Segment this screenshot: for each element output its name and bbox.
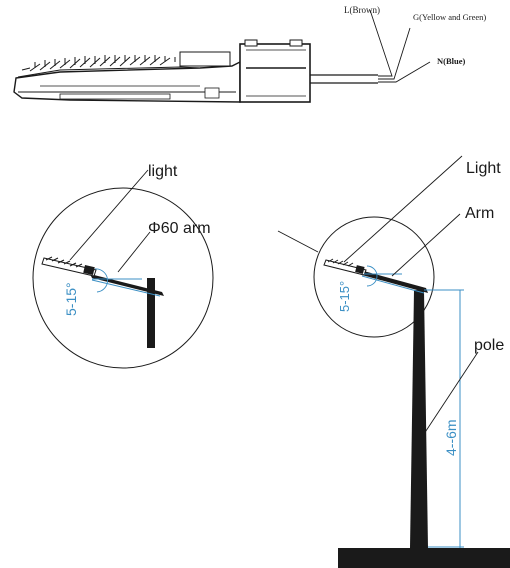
tilt-arc-left	[94, 268, 108, 293]
wire-live-label: L(Brown)	[344, 5, 380, 15]
power-cable	[310, 74, 378, 84]
height-label-right: 4--6m	[443, 419, 459, 456]
detail-circle-left	[32, 187, 214, 369]
tilt-arc-right	[366, 265, 378, 287]
wire-ground-label: G(Yellow and Green)	[413, 12, 486, 22]
street-light-side-view	[13, 9, 431, 103]
detail-circle-right	[313, 216, 435, 338]
pole-left	[147, 278, 155, 348]
ground-base	[338, 548, 510, 568]
heat-sink-fins	[17, 55, 201, 78]
wire-brown	[369, 9, 393, 77]
pole-clamp	[239, 43, 311, 103]
arm-label-left: Φ60 arm	[148, 220, 211, 237]
arm-left	[90, 274, 164, 296]
lens-panel	[59, 93, 171, 100]
right-installation-detail	[277, 155, 510, 568]
tilt-label-left: 5-15°	[63, 282, 79, 316]
wire-yellow-green	[378, 27, 411, 80]
arm-right	[360, 270, 428, 293]
left-installation-detail	[32, 169, 214, 369]
wire-blue	[378, 61, 431, 83]
light-label-left: light	[148, 163, 178, 180]
wire-neutral-label: N(Blue)	[437, 56, 466, 66]
pole-label-right: pole	[474, 337, 504, 354]
light-label-right: Light	[466, 160, 501, 177]
tilt-label-right: 5-15°	[337, 281, 352, 312]
arm-label-right: Arm	[465, 205, 494, 222]
pole-right	[410, 290, 428, 548]
